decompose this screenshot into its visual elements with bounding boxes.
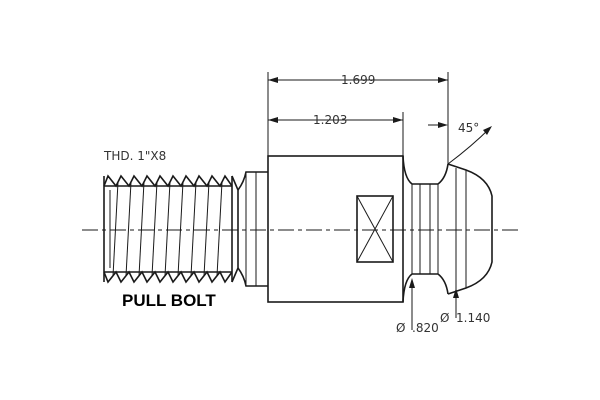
neck-diameter-symbol: Ø [396, 321, 405, 335]
wrench-flat [356, 195, 394, 263]
angle-dimension [428, 122, 492, 165]
dimension-body-length [268, 112, 404, 156]
body-length-label: 1.203 [313, 113, 347, 127]
thread-label: THD. 1"X8 [103, 149, 166, 163]
neck-diameter-label: .820 [412, 321, 439, 335]
main-body [267, 155, 404, 303]
neck [402, 155, 449, 303]
relief-groove [231, 171, 268, 287]
thread-crests-bottom [103, 270, 233, 284]
head-diameter-leader [453, 288, 459, 318]
head-diameter-label: 1.140 [456, 311, 490, 325]
drawing-title: PULL BOLT [122, 291, 216, 310]
pull-stud-head [447, 163, 493, 295]
angle-label: 45° [458, 121, 479, 135]
thread-lines [112, 181, 223, 277]
thread-crests-top [103, 174, 233, 188]
head-diameter-symbol: Ø [440, 311, 449, 325]
neck-diameter-leader [409, 278, 415, 330]
overall-length-label: 1.699 [341, 73, 375, 87]
dimension-overall-length [267, 72, 449, 164]
